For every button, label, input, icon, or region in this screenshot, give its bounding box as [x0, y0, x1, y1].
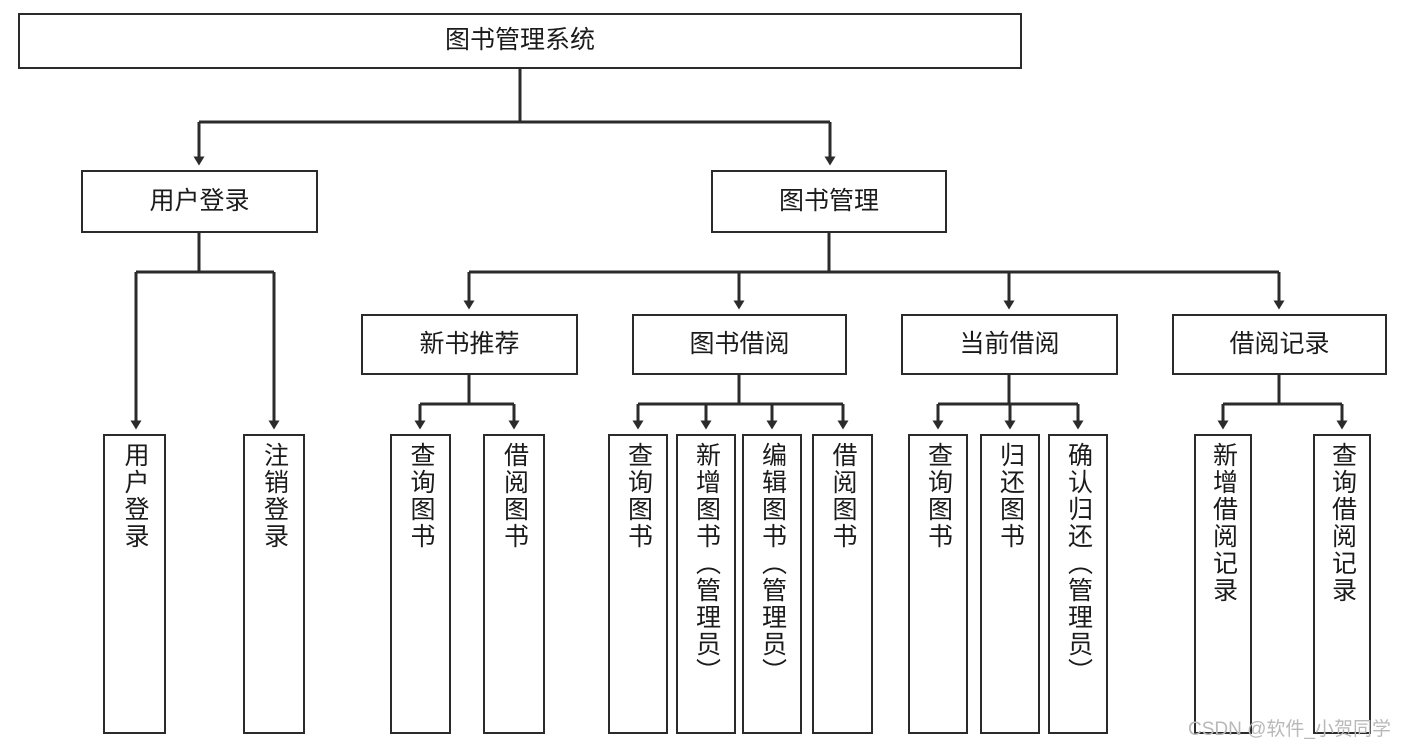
node-leaf-query-book-1-label: 查询图书 [407, 442, 435, 550]
node-user-login[interactable]: 用户登录 [81, 170, 318, 233]
node-borrow-record-label: 借阅记录 [1229, 329, 1330, 358]
node-leaf-return-book[interactable]: 归还图书 [980, 434, 1040, 734]
node-leaf-user-logout-label: 注销登录 [260, 442, 289, 550]
node-leaf-borrow-book-2[interactable]: 借阅图书 [812, 434, 873, 734]
node-current-borrow[interactable]: 当前借阅 [901, 314, 1118, 375]
node-leaf-add-record[interactable]: 新增借阅记录 [1194, 434, 1252, 734]
node-leaf-user-login[interactable]: 用户登录 [103, 434, 166, 734]
node-new-book-rec-label: 新书推荐 [419, 329, 520, 358]
node-current-borrow-label: 当前借阅 [959, 329, 1060, 358]
node-leaf-query-book-3[interactable]: 查询图书 [908, 434, 968, 734]
node-book-manage[interactable]: 图书管理 [711, 170, 947, 233]
node-leaf-edit-book[interactable]: 编辑图书（管理员） [742, 434, 802, 734]
node-leaf-user-login-label: 用户登录 [121, 442, 149, 550]
watermark-text: CSDN @软件_小贺同学 [1188, 719, 1391, 740]
node-leaf-borrow-book-1[interactable]: 借阅图书 [483, 434, 545, 734]
node-leaf-query-record-label: 查询借阅记录 [1328, 442, 1357, 604]
node-book-borrow[interactable]: 图书借阅 [632, 314, 847, 375]
node-root-label: 图书管理系统 [444, 26, 595, 55]
node-root[interactable]: 图书管理系统 [18, 13, 1022, 69]
node-leaf-confirm-return[interactable]: 确认归还（管理员） [1048, 434, 1108, 734]
node-leaf-query-book-3-label: 查询图书 [924, 442, 953, 550]
node-leaf-borrow-book-2-label: 借阅图书 [829, 442, 857, 550]
node-book-borrow-label: 图书借阅 [689, 329, 790, 358]
node-leaf-borrow-book-1-label: 借阅图书 [500, 442, 529, 550]
node-book-manage-label: 图书管理 [778, 186, 879, 215]
node-leaf-return-book-label: 归还图书 [996, 442, 1025, 550]
node-borrow-record[interactable]: 借阅记录 [1172, 314, 1387, 375]
node-leaf-user-logout[interactable]: 注销登录 [243, 434, 305, 734]
node-leaf-query-book-1[interactable]: 查询图书 [390, 434, 451, 734]
node-leaf-confirm-return-label: 确认归还（管理员） [1064, 442, 1093, 685]
node-leaf-add-book-label: 新增图书（管理员） [692, 442, 721, 685]
node-new-book-rec[interactable]: 新书推荐 [361, 314, 578, 375]
node-leaf-query-book-2-label: 查询图书 [624, 442, 653, 550]
node-leaf-edit-book-label: 编辑图书（管理员） [758, 442, 787, 685]
node-leaf-query-book-2[interactable]: 查询图书 [608, 434, 668, 734]
node-leaf-add-record-label: 新增借阅记录 [1209, 442, 1238, 604]
node-user-login-label: 用户登录 [149, 186, 250, 215]
node-leaf-query-record[interactable]: 查询借阅记录 [1313, 434, 1371, 734]
node-leaf-add-book[interactable]: 新增图书（管理员） [676, 434, 736, 734]
